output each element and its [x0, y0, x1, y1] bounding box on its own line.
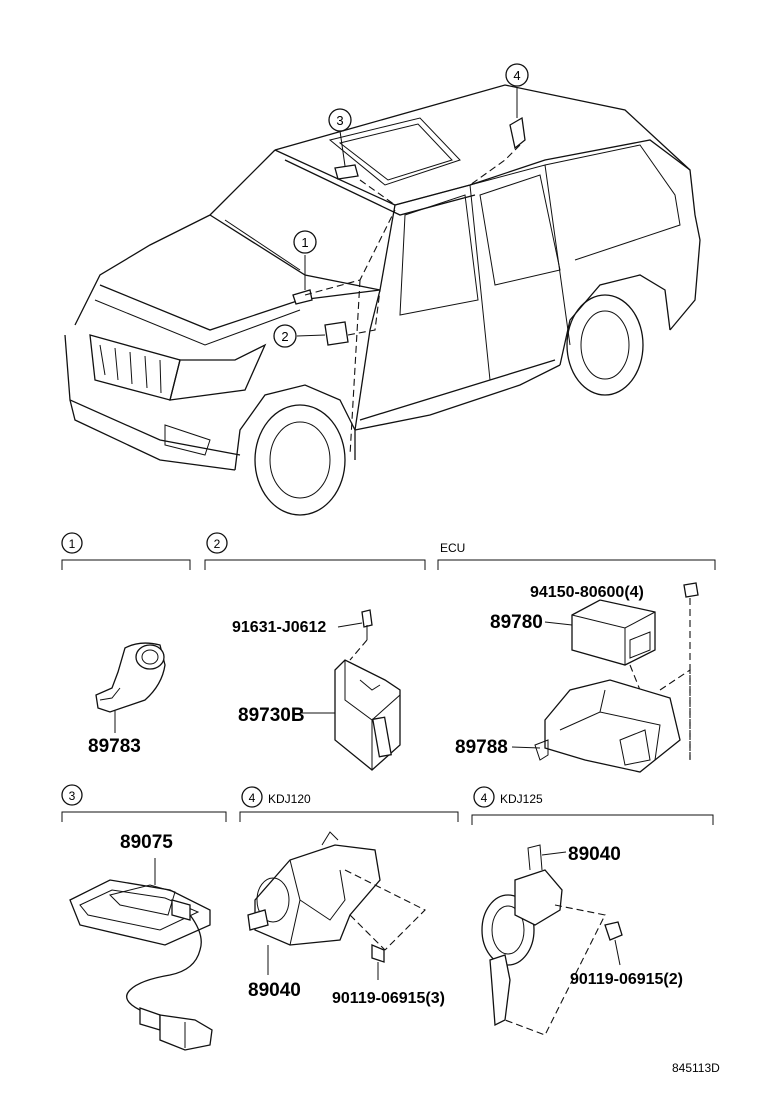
svg-text:4: 4: [513, 68, 520, 83]
section-3-header: 3: [61, 784, 227, 822]
part-89783-drawing: [95, 642, 166, 733]
part-number-90119-06915-3: 90119-06915(3): [332, 990, 445, 1007]
leader-89788: [511, 746, 541, 749]
svg-text:KDJ125: KDJ125: [500, 792, 543, 806]
part-89075-drawing: [69, 858, 213, 1051]
svg-text:3: 3: [69, 789, 76, 803]
section-2-header: 2: [204, 532, 426, 570]
callout-1: 1: [293, 230, 317, 254]
callout-3: 3: [328, 108, 352, 132]
svg-text:2: 2: [281, 329, 288, 344]
svg-text:4: 4: [249, 791, 256, 805]
callout-4: 4: [505, 63, 529, 87]
section-ecu-header: ECU: [437, 541, 716, 570]
part-number-89783: 89783: [88, 736, 141, 757]
svg-text:1: 1: [69, 537, 76, 551]
section-4b-header: 4 KDJ125: [471, 786, 714, 825]
part-94150-bolt-drawing: [683, 582, 699, 760]
section-1-header: 1: [61, 532, 191, 570]
part-number-91631-J0612: 91631-J0612: [232, 619, 326, 636]
part-number-90119-06915-2: 90119-06915(2): [570, 971, 683, 988]
leader-91631: [337, 622, 363, 628]
svg-text:2: 2: [214, 537, 221, 551]
part-number-89040-kdj125: 89040: [568, 844, 621, 865]
svg-text:4: 4: [481, 791, 488, 805]
callout-2: 2: [273, 324, 297, 348]
part-number-89075: 89075: [120, 832, 173, 853]
section-4a-header: 4 KDJ120: [239, 786, 459, 822]
leader-89780: [544, 621, 573, 626]
svg-text:ECU: ECU: [440, 541, 465, 555]
part-number-94150-80600: 94150-80600(4): [530, 584, 644, 601]
vehicle-illustration: [64, 84, 701, 516]
svg-text:3: 3: [336, 113, 343, 128]
part-number-89730B: 89730B: [238, 705, 305, 726]
svg-text:KDJ120: KDJ120: [268, 792, 311, 806]
part-89780-drawing: [571, 599, 656, 691]
part-89730b-drawing: [302, 609, 401, 771]
part-number-89780: 89780: [490, 612, 543, 633]
part-89788-drawing: [534, 668, 691, 773]
part-number-89788: 89788: [455, 737, 508, 758]
part-number-89040-kdj120: 89040: [248, 980, 301, 1001]
svg-text:1: 1: [301, 235, 308, 250]
diagram-id: 845113D: [672, 1061, 720, 1075]
part-89040-kdj125-drawing: [481, 844, 623, 1036]
part-89040-kdj120-drawing: [247, 831, 426, 980]
